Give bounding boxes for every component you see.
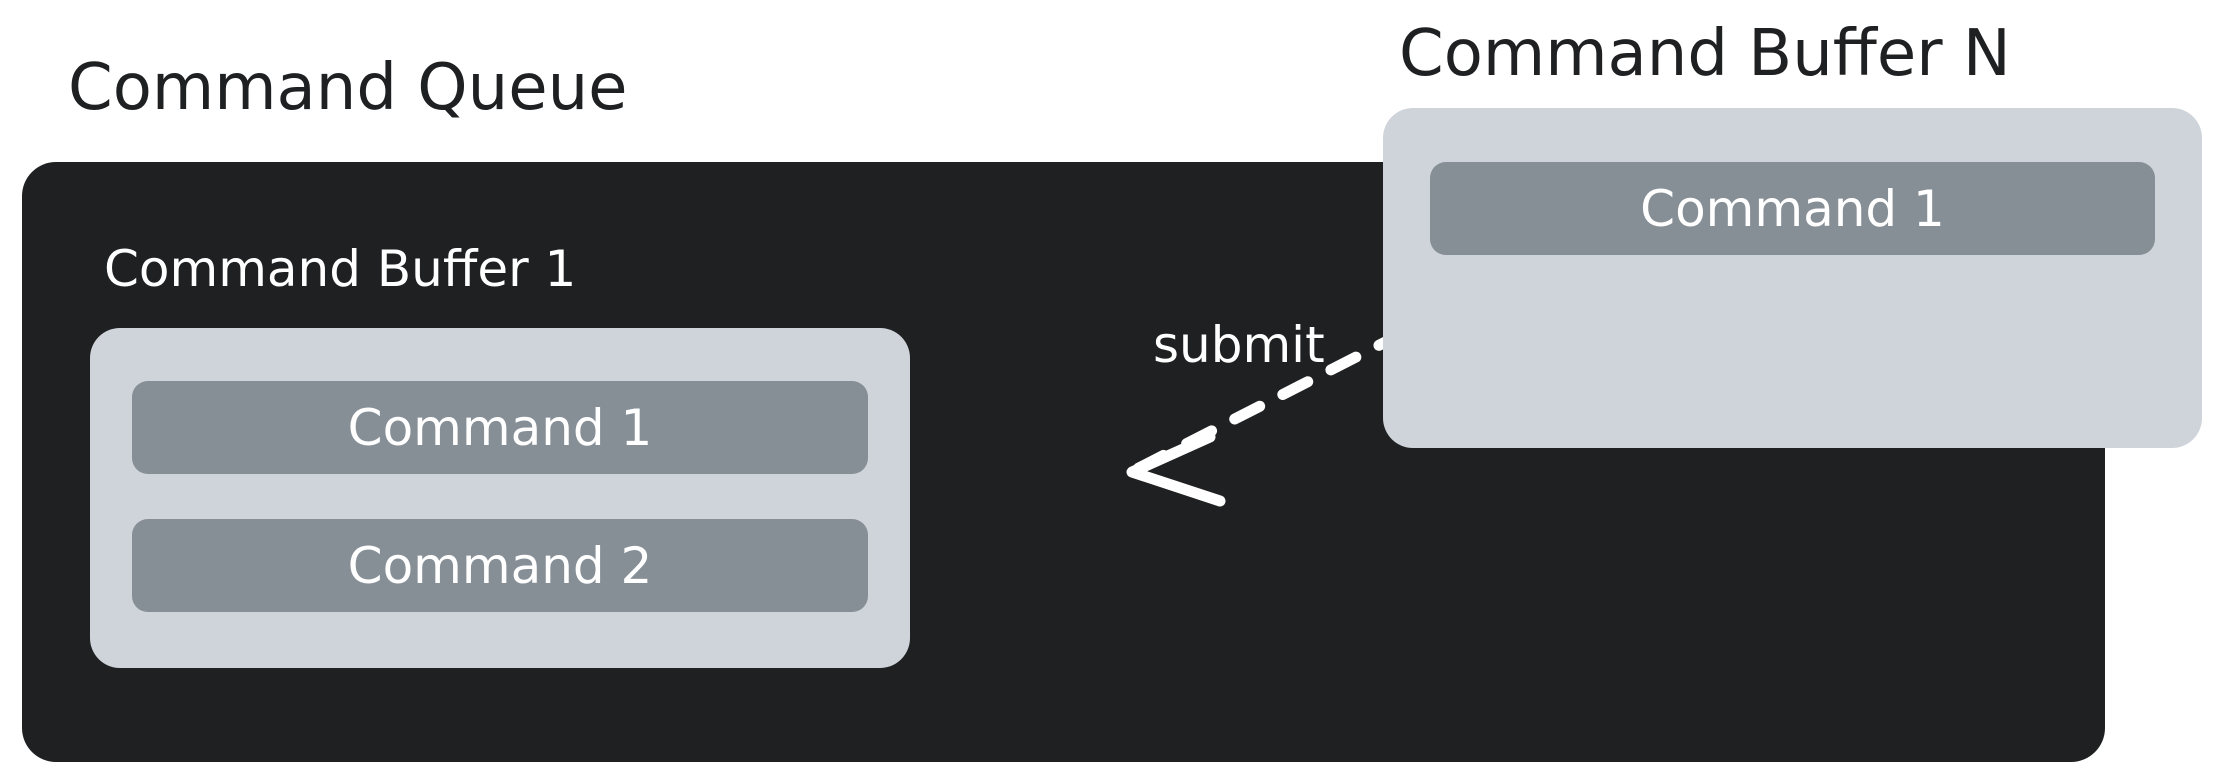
command-buffer-1[interactable]: Command 1 Command 2 [90,328,910,668]
submit-label: submit [1153,316,1325,374]
command-buffer-1-title: Command Buffer 1 [104,240,577,298]
command-buffer-n-title: Command Buffer N [1399,17,2011,91]
command-row[interactable]: Command 2 [132,519,868,612]
command-row[interactable]: Command 1 [1430,162,2155,255]
command-row[interactable]: Command 1 [132,381,868,474]
command-queue-title: Command Queue [68,51,628,125]
command-buffer-n[interactable]: Command 1 [1383,108,2202,448]
